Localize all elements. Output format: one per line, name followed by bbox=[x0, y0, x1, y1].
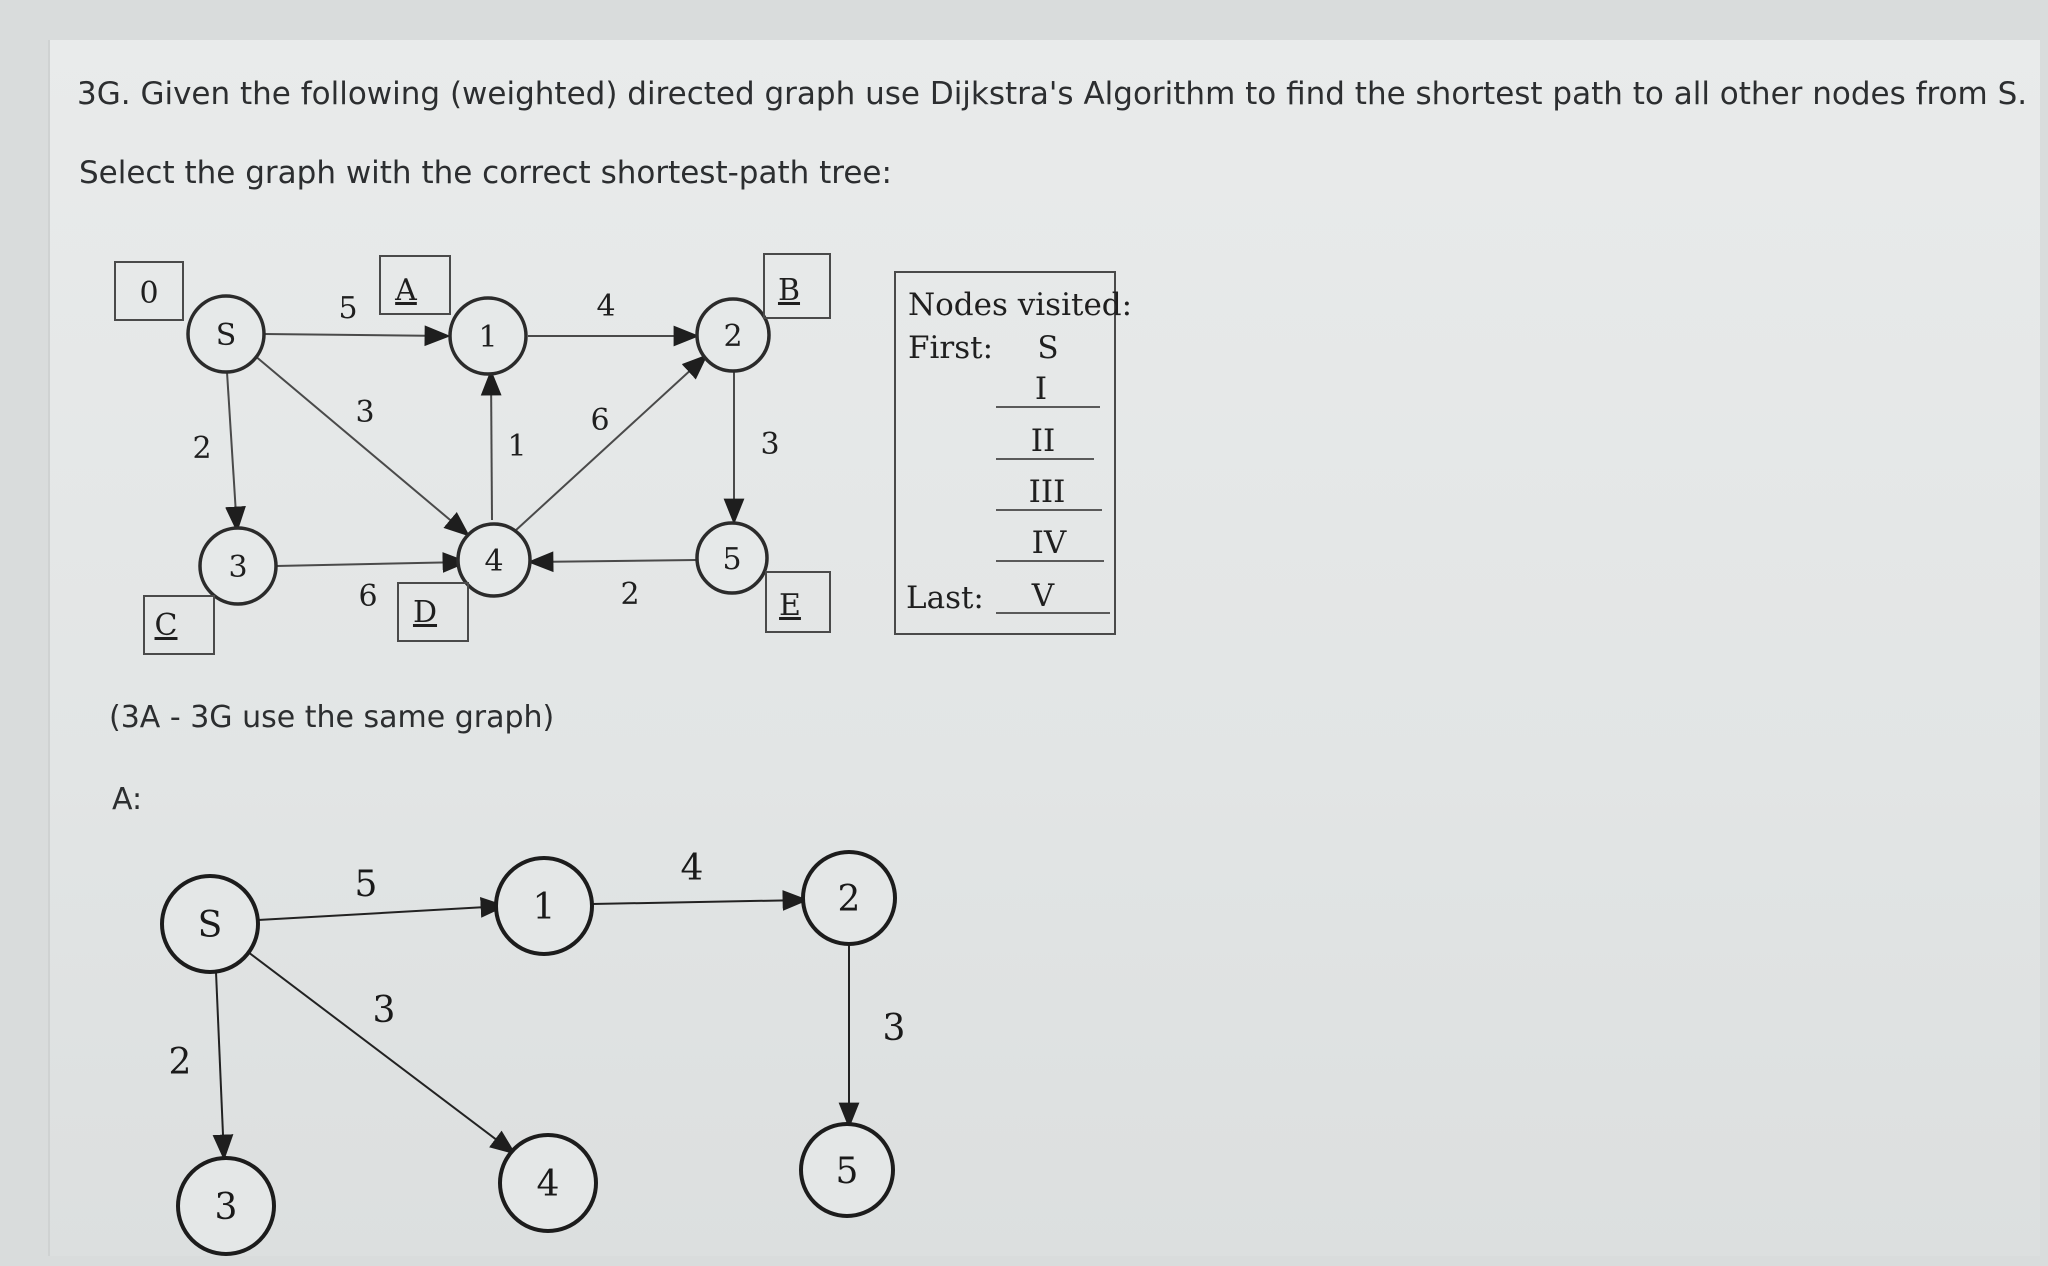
weight-s-1: 5 bbox=[338, 291, 357, 326]
node-2-label: 2 bbox=[723, 319, 742, 354]
box-c bbox=[143, 595, 215, 655]
edge-s-3 bbox=[225, 371, 246, 533]
a-node-5 bbox=[799, 1122, 895, 1218]
weight-2-5: 3 bbox=[760, 427, 779, 462]
weight-4-2: 6 bbox=[590, 403, 609, 438]
question-title: 3G. Given the following (weighted) direc… bbox=[77, 76, 2028, 112]
box-a-label: A bbox=[394, 273, 417, 308]
node-s bbox=[186, 294, 266, 374]
a-node-1-label: 1 bbox=[533, 887, 556, 928]
node-1-label: 1 bbox=[478, 320, 497, 355]
box-b-label: B bbox=[778, 273, 800, 308]
question-card bbox=[48, 40, 2040, 1256]
a-edge-s-4 bbox=[247, 951, 517, 1155]
weight-s-3: 2 bbox=[192, 431, 211, 466]
shared-graph-note: (3A - 3G use the same graph) bbox=[109, 700, 555, 735]
a-node-s-label: S bbox=[198, 905, 223, 946]
a-node-1 bbox=[494, 856, 594, 956]
node-s-label: S bbox=[216, 318, 237, 353]
edge-s-1 bbox=[263, 325, 451, 347]
a-node-2-label: 2 bbox=[838, 879, 861, 920]
a-edge-s-1 bbox=[257, 896, 507, 921]
a-edge-1-2 bbox=[591, 890, 809, 911]
weight-1-2: 4 bbox=[596, 289, 615, 324]
weight-5-4: 2 bbox=[620, 577, 639, 612]
visited-row-3: III bbox=[1029, 474, 1066, 510]
a-weight-s-1: 5 bbox=[355, 864, 378, 905]
option-a-label[interactable]: A: bbox=[112, 782, 143, 817]
a-weight-s-3: 2 bbox=[169, 1042, 192, 1083]
edge-4-2 bbox=[514, 354, 708, 532]
visited-first-label: First: bbox=[908, 330, 993, 366]
option-a-graph bbox=[160, 850, 897, 1256]
visited-table-frame bbox=[894, 271, 1116, 635]
visited-last-value: V bbox=[1031, 578, 1055, 614]
visited-row-4: IV bbox=[1032, 525, 1067, 561]
node-1 bbox=[448, 296, 528, 376]
a-node-4-label: 4 bbox=[537, 1164, 560, 1205]
main-graph bbox=[114, 253, 831, 655]
box-0 bbox=[114, 261, 184, 321]
edge-3-4 bbox=[275, 552, 469, 573]
visited-table: Nodes visited: First: S I II III IV Last… bbox=[894, 271, 1132, 635]
main-graph-labels: S 1 2 3 4 5 5 4 3 2 1 6 3 6 2 0 A B C D … bbox=[139, 273, 801, 643]
option-a-labels: S 1 2 3 4 5 5 4 3 2 3 bbox=[169, 848, 906, 1228]
box-a bbox=[379, 255, 451, 315]
a-node-4 bbox=[498, 1133, 598, 1233]
node-5-label: 5 bbox=[722, 542, 741, 577]
visited-row-1: I bbox=[1035, 371, 1047, 407]
question-prompt: Select the graph with the correct shorte… bbox=[79, 155, 892, 191]
node-3-label: 3 bbox=[228, 550, 247, 585]
a-node-5-label: 5 bbox=[836, 1151, 859, 1192]
box-c-label: C bbox=[155, 608, 178, 643]
a-node-2 bbox=[801, 850, 897, 946]
box-0-label: 0 bbox=[139, 276, 158, 311]
box-e bbox=[765, 571, 831, 633]
node-3 bbox=[198, 526, 278, 606]
a-weight-2-5: 3 bbox=[883, 1008, 906, 1049]
edge-4-1 bbox=[480, 369, 502, 521]
node-5 bbox=[695, 521, 769, 595]
weight-s-4: 3 bbox=[355, 395, 374, 430]
node-4 bbox=[456, 522, 532, 598]
box-b bbox=[763, 253, 831, 319]
a-weight-1-2: 4 bbox=[681, 848, 704, 889]
a-node-3 bbox=[176, 1156, 276, 1256]
node-4-label: 4 bbox=[484, 544, 503, 579]
edge-5-4 bbox=[527, 551, 697, 573]
a-node-s bbox=[160, 874, 260, 974]
box-d bbox=[397, 582, 469, 642]
node-2 bbox=[695, 297, 771, 373]
weight-4-1: 1 bbox=[507, 429, 526, 464]
weight-3-4: 6 bbox=[358, 579, 377, 614]
visited-table-title: Nodes visited: bbox=[908, 287, 1132, 323]
visited-first-value: S bbox=[1037, 330, 1058, 366]
box-e-label: E bbox=[779, 588, 801, 623]
visited-last-label: Last: bbox=[906, 580, 984, 616]
box-d-label: D bbox=[413, 595, 437, 630]
a-weight-s-4: 3 bbox=[373, 990, 396, 1031]
visited-row-2: II bbox=[1031, 423, 1056, 459]
edge-s-4 bbox=[253, 354, 470, 537]
a-edge-s-3 bbox=[212, 971, 234, 1161]
a-node-3-label: 3 bbox=[215, 1187, 238, 1228]
